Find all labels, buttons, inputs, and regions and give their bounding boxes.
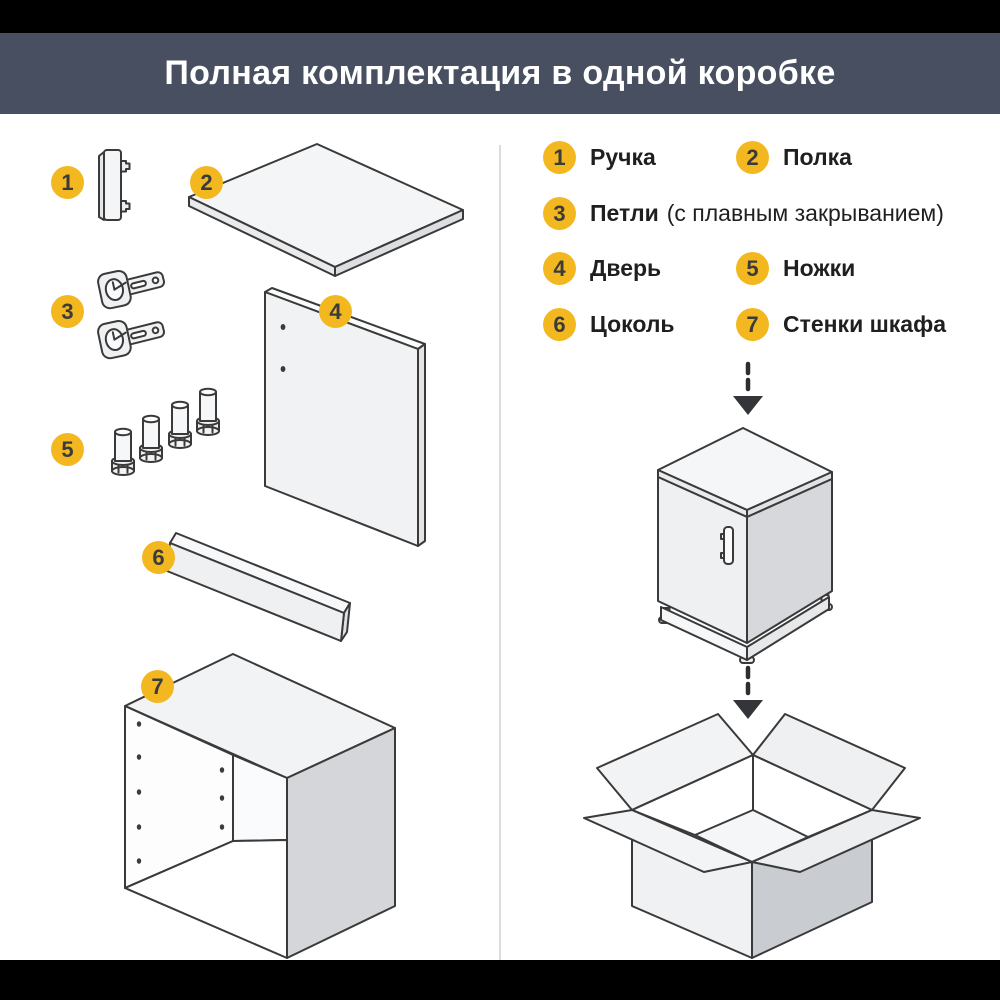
page-header: Полная комплектация в одной коробке: [0, 33, 1000, 114]
letterbox-top: [0, 0, 1000, 33]
diagram-artwork: [95, 143, 921, 959]
hinges-drawing: [95, 268, 167, 361]
legend-badge-1: 1: [543, 141, 576, 174]
legend-badge-6: 6: [543, 308, 576, 341]
legend-badge-5: 5: [736, 252, 769, 285]
letterbox-bottom: [0, 960, 1000, 1000]
part-badge-7: 7: [141, 670, 174, 703]
legend-label-shelf: Полка: [783, 144, 852, 170]
part-badge-6: 6: [142, 541, 175, 574]
handle-drawing: [98, 149, 131, 221]
legend-item-walls: 7 Стенки шкафа: [736, 308, 946, 341]
arrow-down-icon: [733, 665, 763, 719]
legs-drawing: [111, 387, 220, 476]
legend-item-handle: 1 Ручка: [543, 141, 656, 174]
open-box-drawing: [583, 713, 921, 959]
legend-label-door: Дверь: [590, 255, 662, 281]
legend-label-hinges: Петли: [590, 200, 659, 226]
vertical-divider: [499, 145, 501, 960]
assembled-cabinet-drawing: [657, 427, 833, 664]
page-title: Полная комплектация в одной коробке: [164, 54, 836, 92]
legend-note-hinges: (с плавным закрыванием): [666, 200, 944, 226]
shelf-drawing: [188, 143, 464, 277]
legend-label-legs: Ножки: [783, 255, 856, 281]
part-badge-3: 3: [51, 295, 84, 328]
legend-label-handle: Ручка: [590, 144, 656, 170]
legend-item-door: 4 Дверь: [543, 252, 661, 285]
legend-item-hinges: 3 Петли (с плавным закрыванием): [543, 197, 944, 230]
cabinet-walls-drawing: [124, 653, 396, 959]
part-badge-2: 2: [190, 166, 223, 199]
legend-item-shelf: 2 Полка: [736, 141, 852, 174]
legend-item-legs: 5 Ножки: [736, 252, 855, 285]
plinth-drawing: [166, 532, 351, 642]
legend-badge-4: 4: [543, 252, 576, 285]
legend-item-plinth: 6 Цоколь: [543, 308, 675, 341]
arrow-down-icon: [733, 361, 763, 415]
legend-badge-2: 2: [736, 141, 769, 174]
part-badge-4: 4: [319, 295, 352, 328]
legend-badge-3: 3: [543, 197, 576, 230]
legend-badge-7: 7: [736, 308, 769, 341]
door-drawing: [264, 287, 426, 547]
part-badge-1: 1: [51, 166, 84, 199]
legend-label-plinth: Цоколь: [590, 311, 675, 337]
part-badge-5: 5: [51, 433, 84, 466]
legend-label-walls: Стенки шкафа: [783, 311, 946, 337]
